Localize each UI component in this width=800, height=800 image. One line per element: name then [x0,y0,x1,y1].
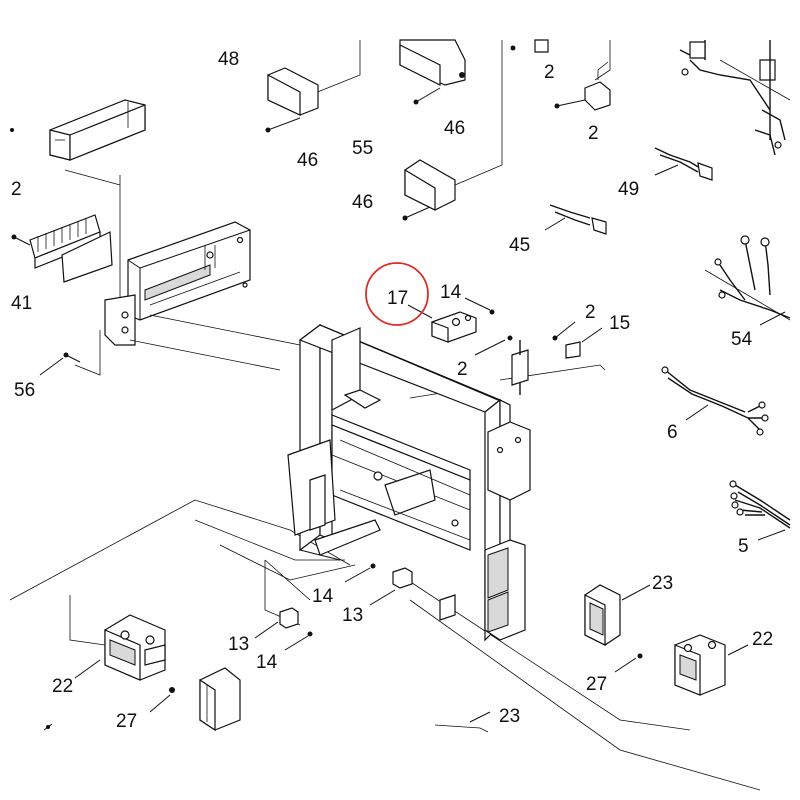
callout-41: 41 [11,293,32,314]
callout-labels: 48 46 46 46 55 2 2 2 2 2 49 45 41 56 14 … [11,49,773,732]
callout-55: 55 [352,138,373,159]
highlight-circle [365,262,429,326]
callout-14: 14 [256,652,278,673]
callout-14: 14 [312,586,334,607]
callout-13: 13 [228,634,249,655]
callout-5: 5 [738,536,749,557]
callout-46: 46 [352,192,373,213]
callout-14: 14 [440,282,462,303]
cable-bundle-5 [729,480,791,541]
callout-49: 49 [618,179,639,200]
heatsink-assembly [11,214,113,283]
screw-56 [39,357,64,376]
sensor-parts-top-right [554,61,611,111]
callout-17-highlighted: 17 [387,288,408,309]
part-17-block [407,304,477,343]
callout-23: 23 [652,573,673,594]
callout-13: 13 [342,605,363,626]
left-chassis-rail [63,221,301,371]
callout-2: 2 [585,302,596,323]
cover-23-right [584,584,651,646]
parts-13-14 [254,563,413,651]
callout-23: 23 [499,706,520,727]
callout-54: 54 [731,329,753,350]
callout-27: 27 [586,674,607,695]
cover-23-left [199,667,241,732]
screws-center [464,297,603,395]
callout-2: 2 [544,62,555,83]
callout-22: 22 [752,629,773,650]
wiring-harness-top-right [679,40,791,156]
callout-48: 48 [218,49,239,70]
callout-2: 2 [588,123,599,144]
plate-48 [265,67,319,133]
callout-56: 56 [14,380,35,401]
callout-15: 15 [609,313,630,334]
central-frame [287,323,531,642]
plate-top-center [399,39,549,105]
cable-6 [661,366,769,436]
contactor-22-right [614,634,749,696]
cable-49 [654,147,713,181]
bottom-marks [43,711,491,733]
callout-45: 45 [509,235,530,256]
callout-22: 22 [52,676,73,697]
callout-27: 27 [116,711,137,732]
cable-45 [544,204,607,235]
boundary-lines [9,40,761,791]
contactor-22-left [74,614,175,713]
callout-46: 46 [297,150,318,171]
callout-46: 46 [444,118,465,139]
callout-6: 6 [667,422,678,443]
callout-2: 2 [11,179,22,200]
plate-55 [402,159,456,221]
callout-2: 2 [457,359,468,380]
top-left-bracket [10,99,146,161]
wiring-harness-54 [704,235,791,326]
